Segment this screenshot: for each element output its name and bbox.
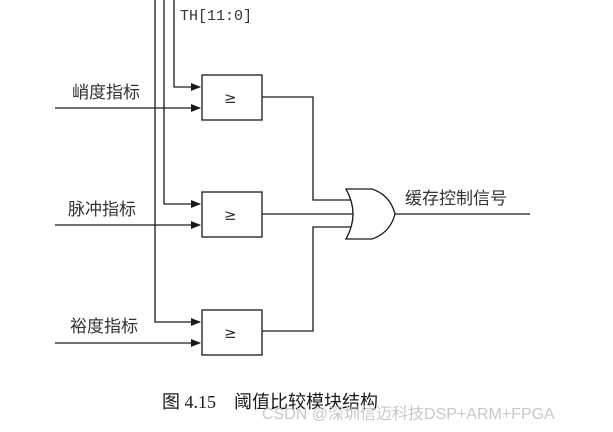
bus-line-1 xyxy=(173,0,201,91)
watermark: CSDN @深圳信迈科技DSP+ARM+FPGA xyxy=(262,405,555,423)
bus-label: TH[11:0] xyxy=(180,8,252,25)
comparator-3: ≥ xyxy=(201,309,263,356)
bus-line-2 xyxy=(163,0,201,208)
figure-caption: 图 4.15 阈值比较模块结构 xyxy=(162,392,378,412)
input-label-margin: 裕度指标 xyxy=(70,317,138,337)
bus-line-3 xyxy=(154,0,201,326)
input-label-impulse: 脉冲指标 xyxy=(68,200,136,220)
comparator-symbol: ≥ xyxy=(224,89,237,107)
input-label-kurtosis: 峭度指标 xyxy=(72,83,140,103)
comparator-symbol: ≥ xyxy=(224,206,237,224)
or-gate xyxy=(344,188,396,240)
comparator-symbol: ≥ xyxy=(224,324,237,342)
output-label: 缓存控制信号 xyxy=(405,189,507,209)
comparator-3-output xyxy=(262,226,351,332)
comparator-1: ≥ xyxy=(201,74,263,121)
threshold-bus xyxy=(154,0,201,326)
comparator-1-output xyxy=(262,96,351,201)
comparator-2: ≥ xyxy=(201,191,263,238)
